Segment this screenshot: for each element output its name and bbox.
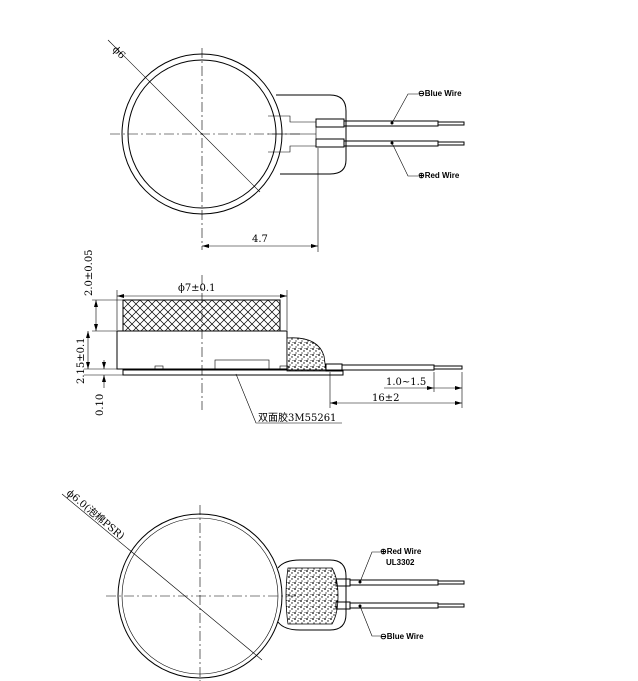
bottom-terminal-tab: [277, 559, 347, 631]
bottom-red-wire: [335, 578, 465, 587]
bottom-blue-wire-label: ⊖Blue Wire: [380, 632, 424, 641]
side-diameter-dim: ϕ7±0.1: [178, 283, 215, 294]
side-strip-dim: 1.0~1.5: [386, 377, 426, 388]
side-lead-length: 16±2: [372, 393, 399, 404]
top-diameter-label: ϕ6: [110, 44, 127, 61]
bottom-diameter-leader: [61, 493, 263, 661]
bottom-red-leader: [359, 551, 380, 583]
side-height-lower: 2.15±0.1: [76, 337, 87, 384]
side-wire-tip: [433, 365, 463, 370]
side-wire: [341, 364, 435, 371]
top-terminal-tab: [276, 94, 347, 175]
bottom-view: ϕ6.0(泡棉PSR) ⊕Red Wire UL3302 ⊖Blue Wire: [61, 486, 465, 681]
top-red-wire-label: ⊕Red Wire: [418, 171, 460, 180]
side-pcb: [214, 359, 270, 370]
side-tape-thickness: 0.10: [95, 394, 106, 416]
side-glue: [286, 337, 327, 372]
top-blue-wire: [315, 118, 465, 128]
side-tape-leader: [235, 373, 342, 424]
top-red-leader: [391, 142, 418, 177]
bottom-blue-leader: [359, 605, 380, 637]
bottom-blue-wire: [335, 601, 465, 610]
side-foam-layer: [122, 299, 281, 332]
top-blue-wire-label: ⊖Blue Wire: [418, 89, 462, 98]
top-diameter-leader: [107, 39, 261, 193]
side-tape-note: 双面胶3M55261: [258, 411, 336, 424]
side-tape: [122, 369, 344, 376]
top-blue-leader: [391, 93, 418, 124]
top-red-wire: [315, 138, 465, 148]
side-view: ϕ7±0.1 2.0±0.05 2.15±0.1 0.10 1.0~1.5 16…: [76, 249, 463, 424]
side-height-upper: 2.0±0.05: [84, 249, 95, 296]
top-width-dim: 4.7: [252, 234, 268, 245]
bottom-red-wire-label: ⊕Red Wire: [380, 547, 422, 556]
bottom-wire-spec: UL3302: [386, 558, 415, 567]
bottom-glue: [285, 567, 339, 625]
bottom-diameter-label: ϕ6.0(泡棉PSR): [64, 486, 127, 542]
top-view: ϕ6 4.7 ⊖Blue Wire ⊕Red Wire: [107, 39, 465, 252]
